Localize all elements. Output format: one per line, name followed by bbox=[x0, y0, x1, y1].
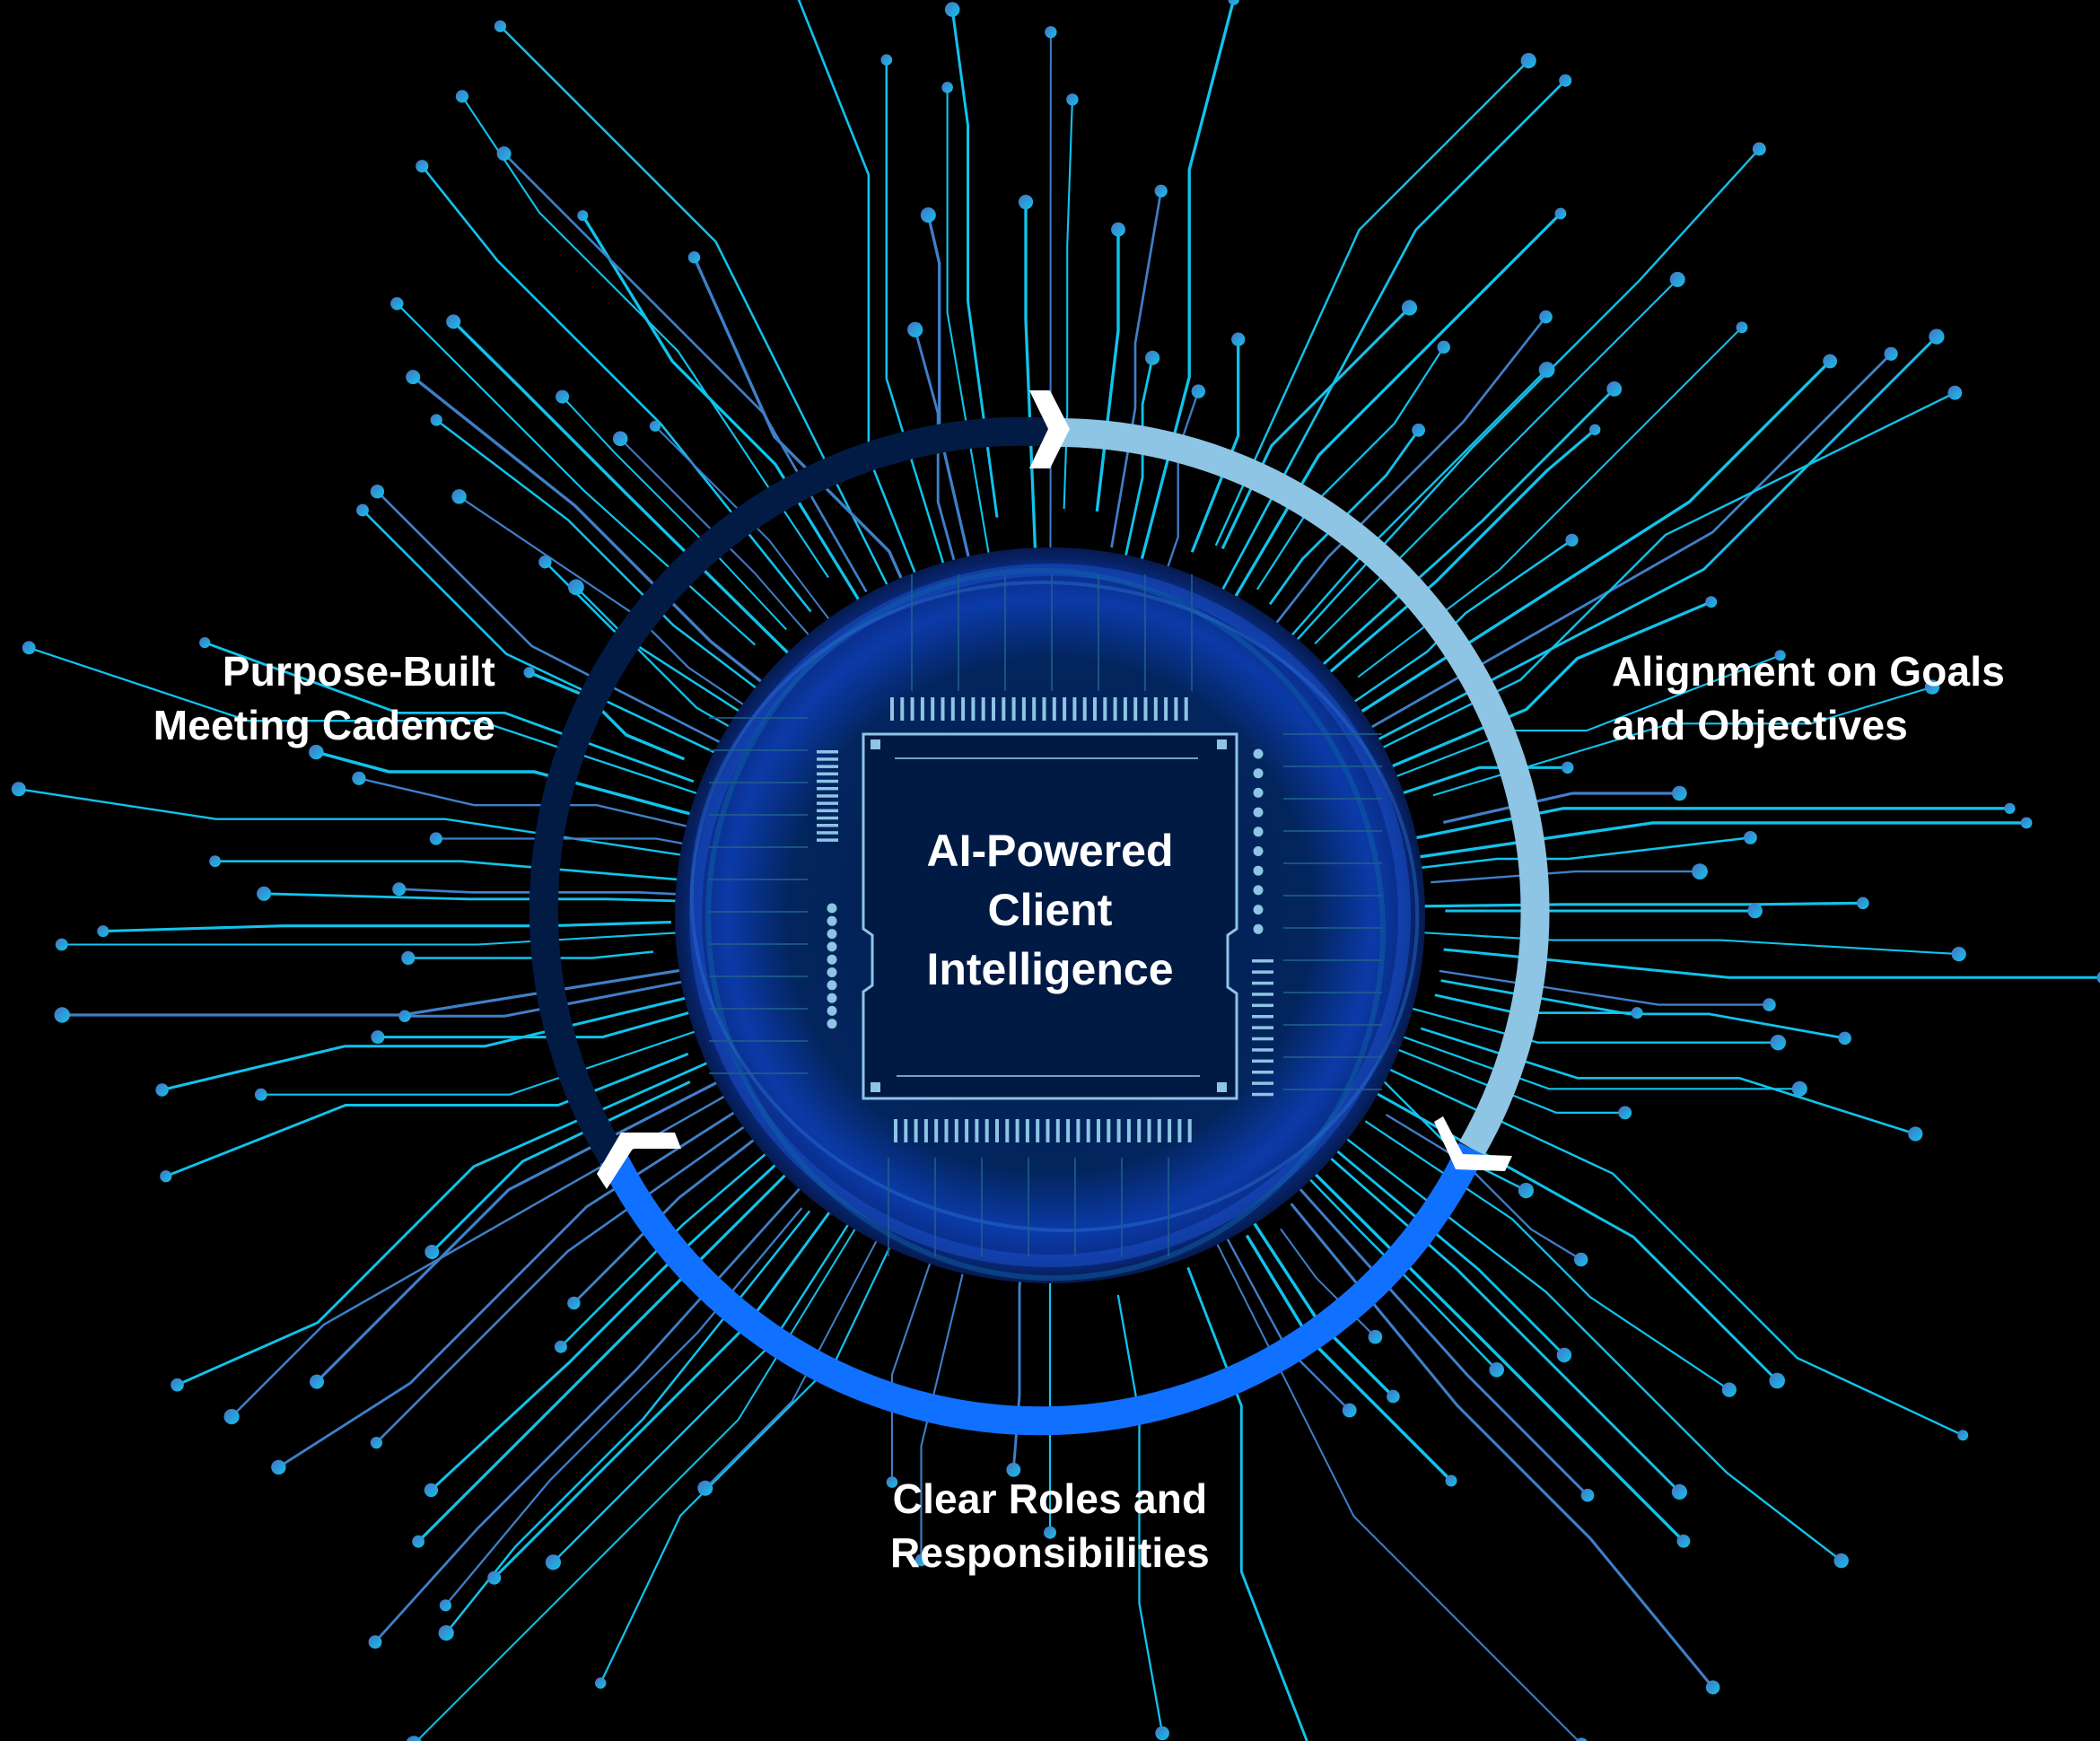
stage-label-alignment-goals: Alignment on Goals and Objectives bbox=[1612, 644, 2005, 752]
chevron-down-icon bbox=[1434, 1116, 1512, 1171]
stage-label-meeting-cadence: Purpose-Built Meeting Cadence bbox=[153, 644, 495, 752]
center-title-line: Intelligence bbox=[926, 944, 1174, 994]
stage-label-line: Alignment on Goals bbox=[1612, 648, 2006, 695]
stage-label-line: Meeting Cadence bbox=[153, 702, 495, 748]
center-title-line: Client bbox=[987, 885, 1113, 935]
chevron-right-icon bbox=[1029, 390, 1070, 468]
stage-label-line: Clear Roles and bbox=[892, 1475, 1208, 1522]
ring-arc-bottom bbox=[599, 1142, 1485, 1436]
stage-label-line: and Objectives bbox=[1612, 702, 1909, 748]
ring-arc-left bbox=[529, 416, 1056, 1166]
chip-outline bbox=[862, 732, 1238, 1100]
chevron-up-icon bbox=[597, 1133, 681, 1189]
center-title: AI-Powered Client Intelligence bbox=[862, 821, 1238, 999]
stage-label-clear-roles: Clear Roles and Responsibilities bbox=[871, 1472, 1229, 1579]
stage-label-line: Responsibilities bbox=[890, 1529, 1210, 1576]
circuit-nodes bbox=[11, 0, 2100, 1741]
ring-arc-right bbox=[1054, 417, 1550, 1156]
cycle-ring bbox=[529, 416, 1550, 1436]
center-title-line: AI-Powered bbox=[926, 826, 1174, 876]
processor-chip bbox=[817, 697, 1273, 1142]
stage-label-line: Purpose-Built bbox=[222, 648, 495, 695]
